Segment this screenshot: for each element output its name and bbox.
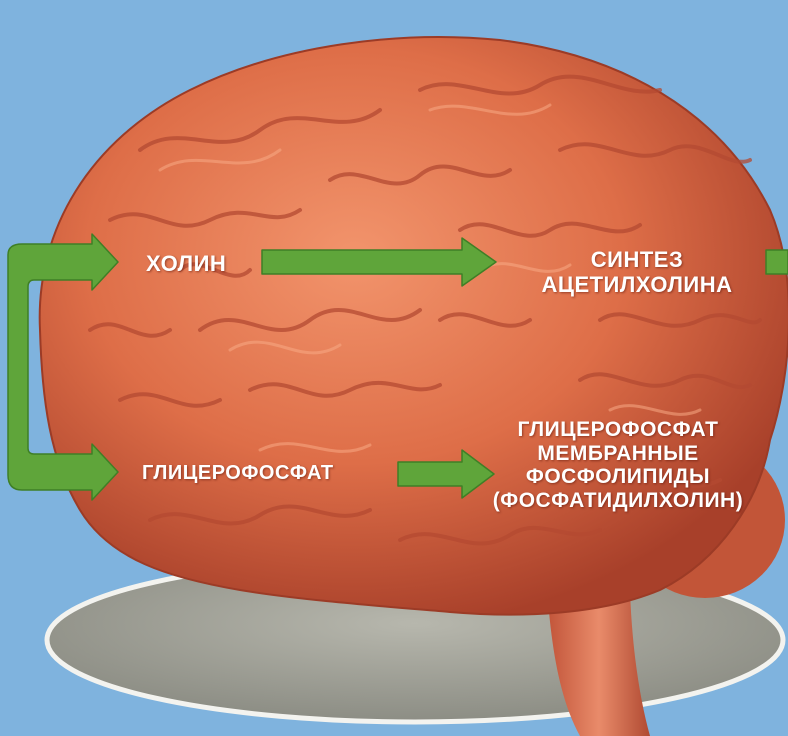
arrow-synthesis-out bbox=[766, 250, 788, 274]
label-line: ФОСФОЛИПИДЫ bbox=[448, 465, 788, 489]
label-line: МЕМБРАННЫЕ bbox=[448, 442, 788, 466]
label-line: (ФОСФАТИДИЛХОЛИН) bbox=[448, 489, 788, 513]
label-line: СИНТЕЗ bbox=[512, 248, 762, 273]
label-acetylcholine-synthesis: СИНТЕЗ АЦЕТИЛХОЛИНА bbox=[512, 248, 762, 297]
label-choline: ХОЛИН bbox=[146, 252, 226, 277]
label-membrane-phospholipids: ГЛИЦЕРОФОСФАТ МЕМБРАННЫЕ ФОСФОЛИПИДЫ (ФО… bbox=[448, 418, 788, 512]
label-glycerophosphate: ГЛИЦЕРОФОСФАТ bbox=[142, 462, 334, 484]
label-line: АЦЕТИЛХОЛИНА bbox=[512, 273, 762, 298]
label-line: ГЛИЦЕРОФОСФАТ bbox=[448, 418, 788, 442]
